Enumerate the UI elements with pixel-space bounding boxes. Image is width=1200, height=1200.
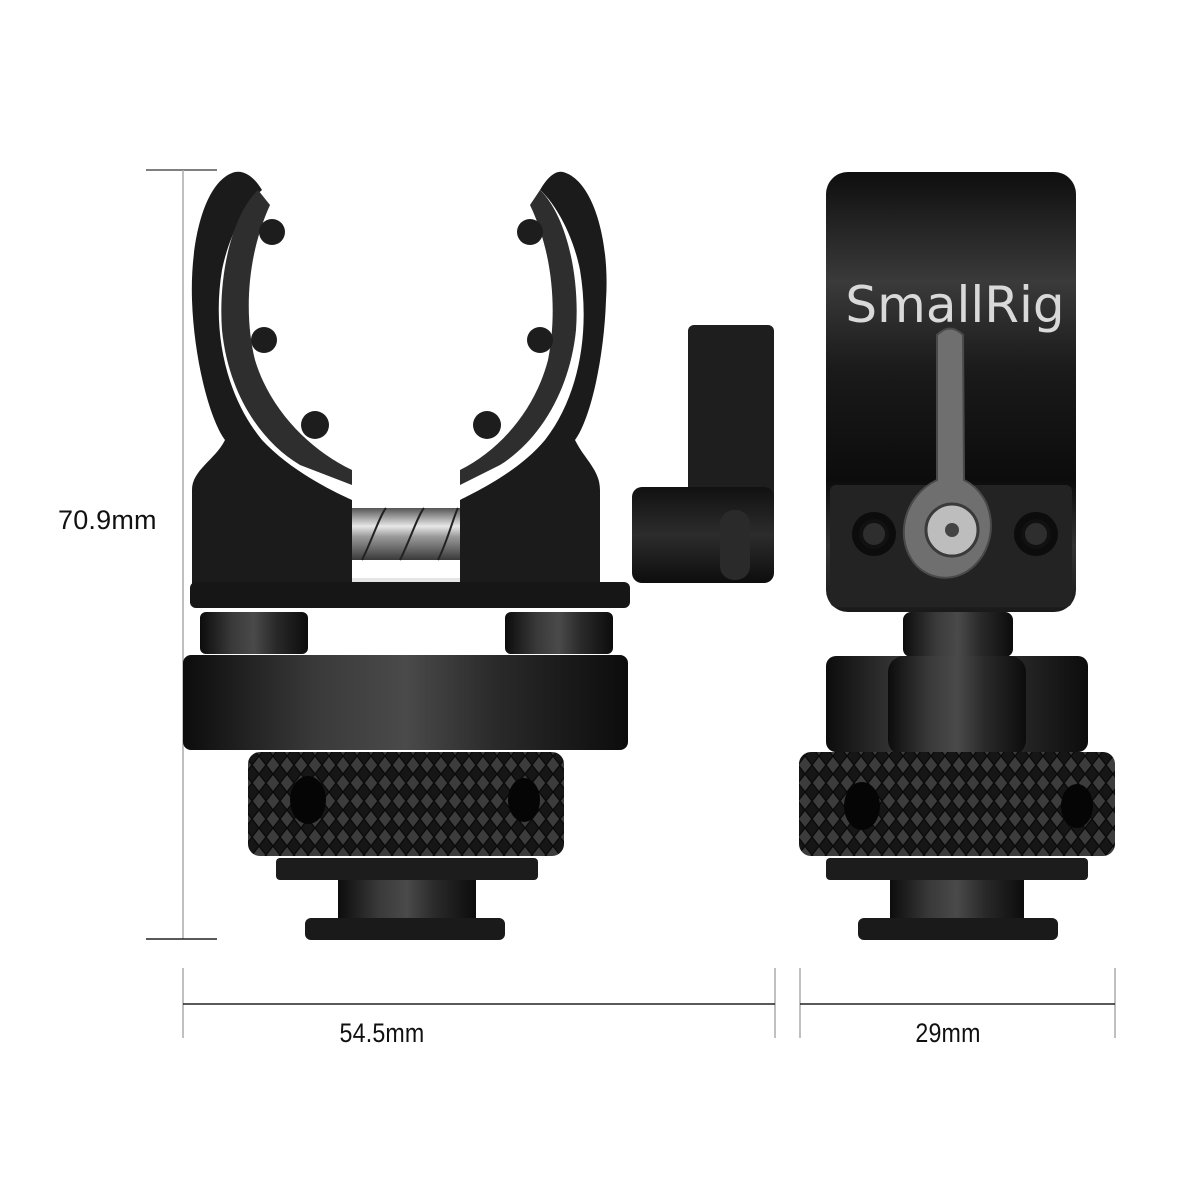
clamp-left-arm [191,171,352,590]
front-mount-post [903,612,1013,657]
clamp-right-arm [460,171,607,590]
flip-lever[interactable] [902,327,992,579]
front-width-dimension-label: 29mm [915,1018,981,1048]
front-screw-left [852,512,896,556]
front-knurled-locking-nut [799,752,1115,856]
mount-post-right [505,612,613,654]
front-screw-right [1014,512,1058,556]
brand-logo-text: SmallRig [845,276,1064,334]
cold-shoe-foot [305,918,505,940]
front-cold-shoe-foot [858,918,1058,940]
height-dimension-line [146,169,217,940]
front-width-dimension-line [799,968,1116,1038]
clamp-screw-spring [352,507,460,561]
side-width-dimension-label: 54.5mm [339,1018,425,1048]
side-width-dimension-line [182,968,776,1038]
mount-post-left [200,612,308,654]
clamp-base-bar [190,582,630,608]
knurled-locking-nut [248,752,564,856]
front-mount-ring [826,656,1088,756]
mount-ring [183,655,628,750]
locking-lever-side [632,325,774,583]
height-dimension-label: 70.9mm [58,505,157,535]
